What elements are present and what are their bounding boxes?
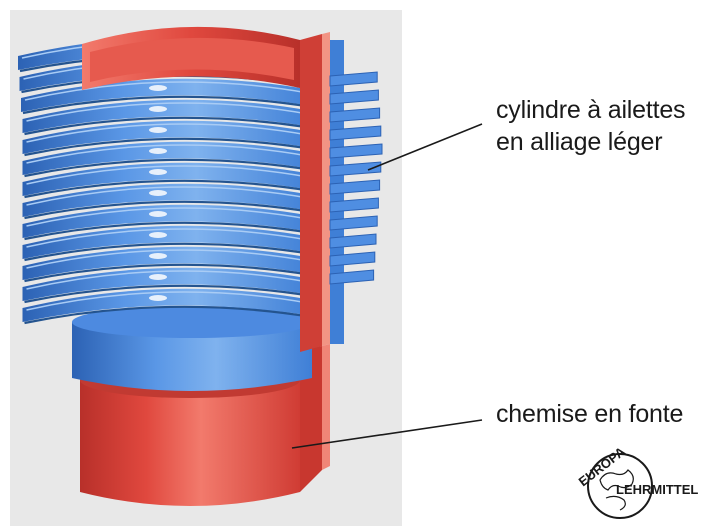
fin-section (329, 143, 383, 159)
fin (22, 183, 313, 220)
fin (22, 288, 313, 325)
fins-label-line2: en alliage léger (496, 128, 663, 156)
fin (22, 267, 313, 304)
fin (22, 225, 313, 262)
fin-section (329, 269, 375, 285)
fin-section (329, 215, 378, 231)
fin (22, 204, 313, 241)
fins-label: cylindre à ailettes en alliage léger (496, 94, 686, 158)
fin-section (329, 107, 381, 123)
fin-section (329, 233, 377, 249)
fin-section (329, 161, 382, 177)
liner-leader-line (291, 419, 483, 449)
fin-section (329, 125, 382, 141)
fin (22, 162, 313, 199)
liner-label: chemise en fonte (496, 400, 684, 428)
fin (22, 120, 313, 157)
fin (22, 141, 313, 178)
aluminium-collar (72, 306, 312, 391)
logo-bottom-text: LEHRMITTEL (616, 482, 698, 497)
fin-section (329, 197, 379, 213)
fin-cross-section (329, 40, 383, 344)
liner-top (82, 26, 330, 352)
fin (22, 99, 313, 136)
europa-lehrmittel-logo: EUROPA LEHRMITTEL (576, 444, 698, 519)
fin-section (329, 89, 379, 105)
fins-label-line1: cylindre à ailettes (496, 96, 686, 124)
fin-section (329, 251, 376, 267)
fin-section (329, 179, 381, 195)
fin-section (329, 71, 378, 87)
fin (22, 246, 313, 283)
fins-leader-line (367, 123, 483, 171)
